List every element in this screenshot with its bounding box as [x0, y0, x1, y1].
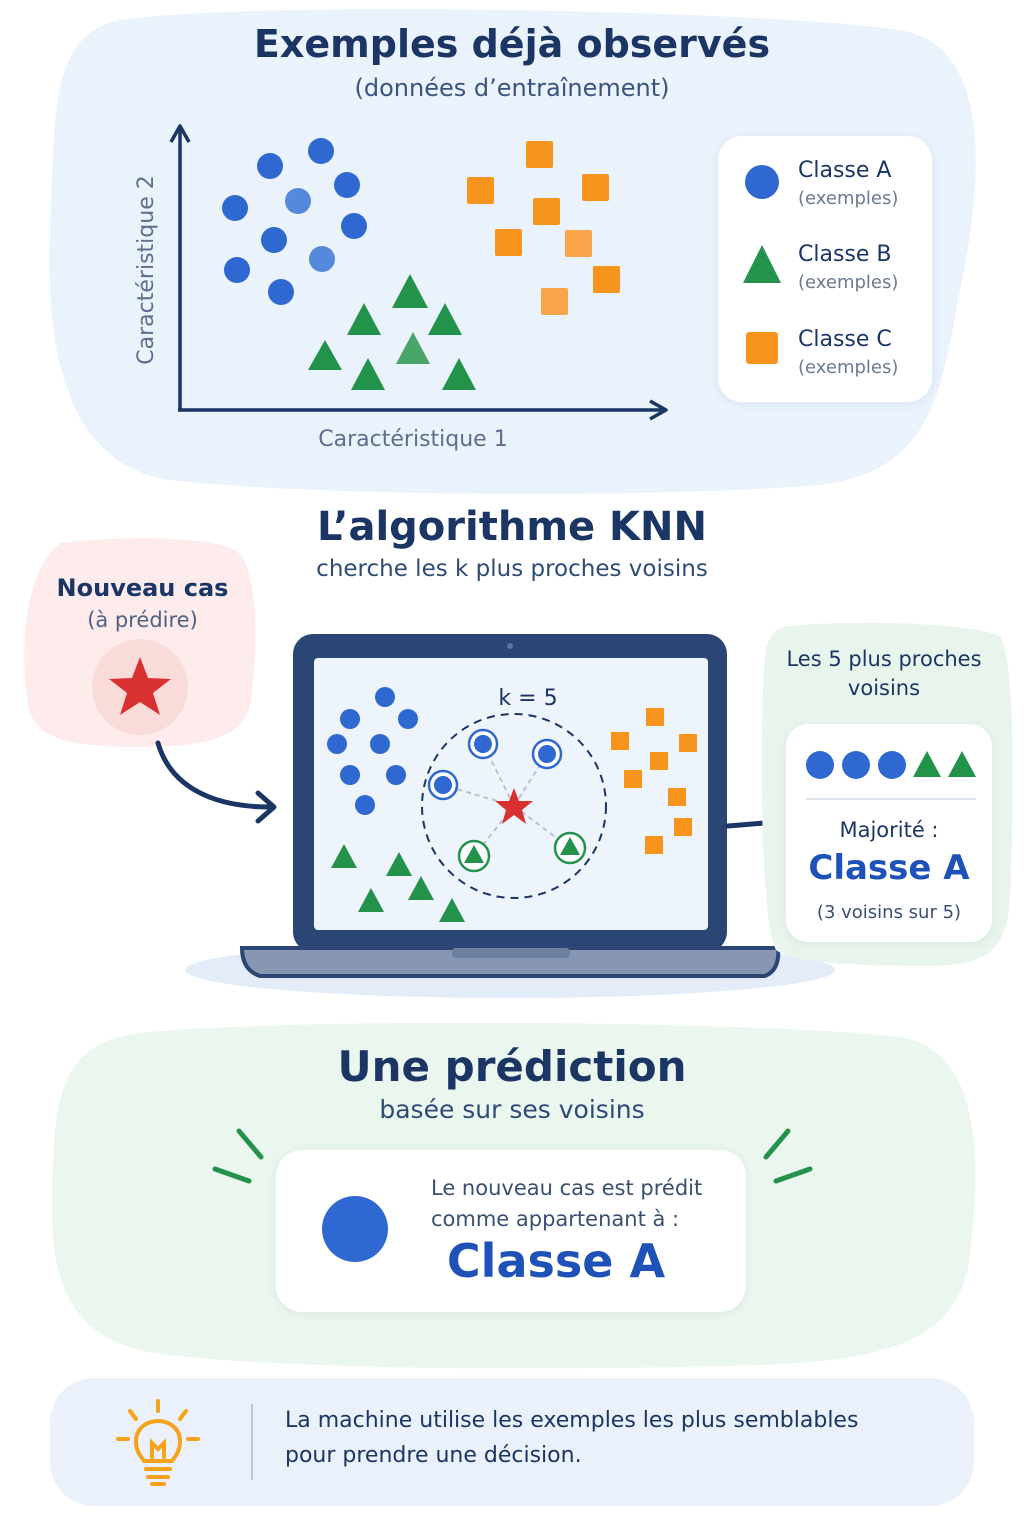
neighbors-card: Majorité : Classe A (3 voisins sur 5)	[786, 724, 992, 942]
neighbors-title-line1: Les 5 plus proches	[786, 647, 982, 671]
screen-class-c-points	[611, 708, 697, 854]
section1-title: Exemples déjà observés	[253, 22, 771, 66]
class-b-point	[396, 332, 430, 364]
class-c-point	[495, 229, 522, 256]
class-c-point	[533, 198, 560, 225]
class-b-point	[351, 358, 385, 390]
x-axis-label: Caractéristique 1	[318, 427, 507, 452]
class-a-point	[334, 172, 360, 198]
class-a-point	[224, 257, 250, 283]
class-b-point	[392, 274, 428, 308]
class-a-point	[285, 188, 311, 214]
screen-class-a-points	[327, 687, 418, 815]
prediction-line2: comme appartenant à :	[431, 1207, 680, 1231]
class-a-point	[268, 279, 294, 305]
class-a-point	[309, 246, 335, 272]
training-scatter-plot: Caractéristique 1 Caractéristique 2	[134, 124, 668, 452]
class-c-points	[467, 141, 620, 315]
class-c-point	[467, 177, 494, 204]
class-b-point	[308, 340, 342, 370]
y-axis-arrow-icon	[169, 124, 191, 143]
legend-class-a-note: (exemples)	[798, 188, 899, 209]
neighbor-shapes-row	[806, 751, 976, 779]
x-axis-arrow-icon	[649, 399, 668, 421]
new-case-title: Nouveau cas	[56, 574, 229, 602]
majority-class: Classe A	[808, 848, 970, 888]
legend-class-c-label: Classe C	[798, 327, 892, 352]
class-a-point	[261, 227, 287, 253]
legend-class-a-icon	[745, 165, 779, 199]
footer-banner	[50, 1378, 974, 1506]
class-a-point	[308, 138, 334, 164]
section2-subtitle: cherche les k plus proches voisins	[316, 556, 708, 582]
section3-title: Une prédiction	[337, 1042, 687, 1091]
legend-class-b-icon	[743, 245, 781, 283]
footer-divider	[251, 1404, 253, 1480]
class-b-point	[442, 358, 476, 390]
highlighted-neighbors	[427, 728, 587, 873]
screen-class-b-points	[331, 844, 465, 922]
majority-label: Majorité :	[839, 818, 939, 842]
k-label: k = 5	[498, 686, 557, 711]
section3-subtitle: basée sur ses voisins	[379, 1095, 645, 1124]
class-b-point	[347, 303, 381, 335]
section1-subtitle: (données d’entraînement)	[354, 74, 670, 102]
class-c-point	[541, 288, 568, 315]
k-radius-circle	[421, 713, 607, 899]
class-c-point	[565, 230, 592, 257]
section2-title: L’algorithme KNN	[316, 504, 708, 550]
arrow-to-laptop-icon	[155, 740, 277, 824]
footer-line1: La machine utilise les exemples les plus…	[285, 1408, 859, 1433]
celebration-lines-left-icon	[212, 1128, 264, 1184]
class-a-point	[222, 195, 248, 221]
legend-card: Classe A (exemples) Classe B (exemples) …	[718, 136, 932, 402]
footer-line2: pour prendre une décision.	[285, 1443, 582, 1468]
predicted-class-a-icon	[322, 1196, 388, 1262]
class-c-point	[582, 174, 609, 201]
class-a-point	[257, 153, 283, 179]
class-b-point	[428, 303, 462, 335]
prediction-line1: Le nouveau cas est prédit	[431, 1176, 703, 1200]
prediction-card: Le nouveau cas est prédit comme apparten…	[276, 1150, 746, 1312]
prediction-class: Classe A	[446, 1234, 666, 1288]
class-c-point	[593, 266, 620, 293]
new-case-subtitle: (à prédire)	[87, 608, 198, 632]
class-c-point	[526, 141, 553, 168]
laptop-knn-illustration: k = 5	[185, 634, 835, 998]
legend-class-c-icon	[746, 332, 778, 364]
class-a-point	[341, 213, 367, 239]
class-b-points	[308, 274, 476, 390]
class-a-points	[222, 138, 367, 305]
neighbors-divider	[806, 798, 976, 800]
legend-class-b-label: Classe B	[798, 242, 892, 267]
majority-count: (3 voisins sur 5)	[816, 902, 962, 923]
y-axis-label: Caractéristique 2	[134, 175, 159, 364]
legend-class-a-label: Classe A	[798, 158, 892, 183]
lightbulb-icon	[116, 1399, 200, 1486]
screen-star-icon	[495, 788, 533, 824]
neighbors-title-line2: voisins	[847, 676, 921, 700]
new-case-star-icon	[92, 639, 188, 735]
legend-class-c-note: (exemples)	[798, 357, 899, 378]
celebration-lines-right-icon	[763, 1128, 813, 1184]
legend-class-b-note: (exemples)	[798, 272, 899, 293]
